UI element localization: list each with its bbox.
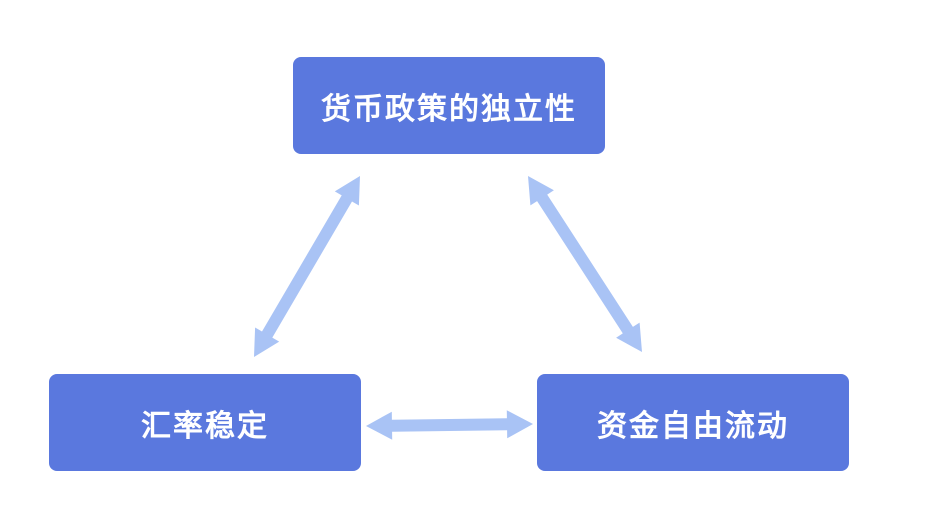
node-monetary-policy-independence: 货币政策的独立性 (293, 57, 605, 154)
node-label: 汇率稳定 (141, 408, 269, 444)
node-label: 资金自由流动 (597, 408, 789, 444)
arrow-exchange-capital (366, 410, 533, 440)
node-free-capital-flow: 资金自由流动 (537, 374, 849, 471)
node-label: 货币政策的独立性 (321, 91, 577, 127)
node-exchange-rate-stability: 汇率稳定 (49, 374, 361, 471)
arrow-policy-capital (528, 176, 642, 352)
arrow-policy-exchange (254, 176, 360, 357)
